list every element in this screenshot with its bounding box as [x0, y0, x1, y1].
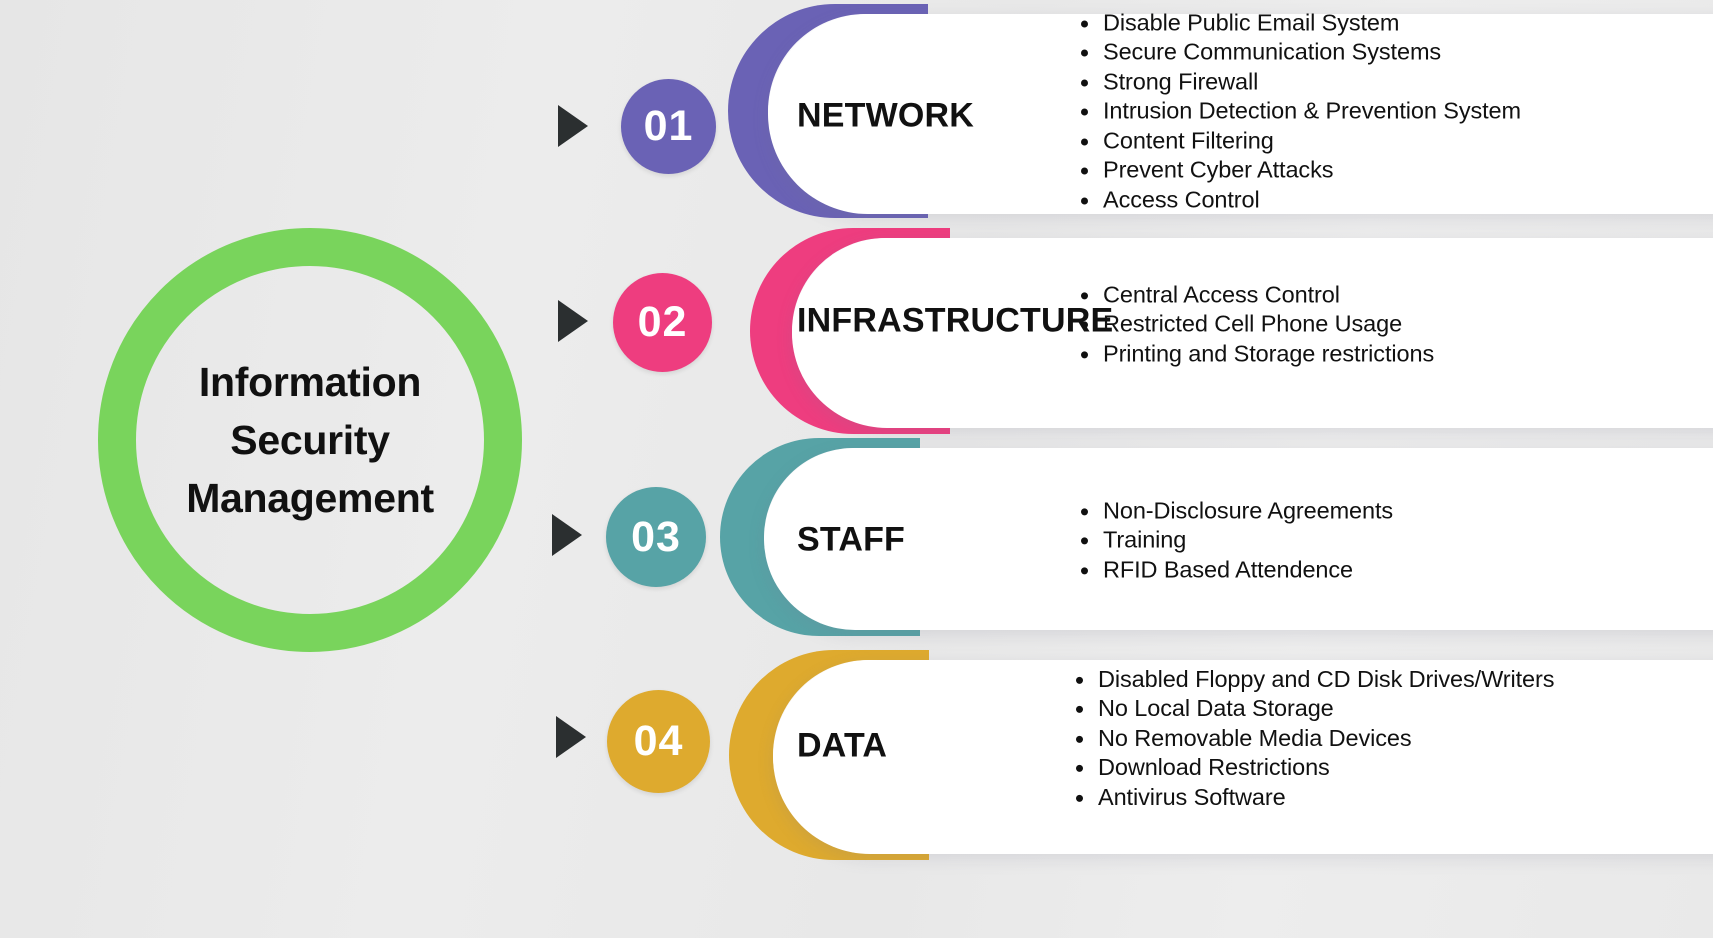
triangle-right-icon — [556, 716, 586, 758]
category-title: STAFF — [797, 520, 906, 559]
category-card[interactable] — [764, 448, 1713, 630]
triangle-right-icon — [558, 105, 588, 147]
category-bullet-list: Disable Public Email System Secure Commu… — [1073, 9, 1521, 212]
list-item: Prevent Cyber Attacks — [1073, 157, 1521, 183]
category-card[interactable] — [768, 14, 1713, 214]
list-item: No Removable Media Devices — [1068, 725, 1554, 751]
list-item: Restricted Cell Phone Usage — [1073, 311, 1434, 337]
category-title: NETWORK — [797, 96, 975, 135]
category-card[interactable] — [773, 660, 1713, 854]
list-item: RFID Based Attendence — [1073, 556, 1393, 582]
category-title: DATA — [797, 726, 888, 765]
list-item: Antivirus Software — [1068, 784, 1554, 810]
triangle-right-icon — [552, 514, 582, 556]
list-item: Intrusion Detection & Prevention System — [1073, 98, 1521, 124]
list-item: Disable Public Email System — [1073, 9, 1521, 35]
list-item: Download Restrictions — [1068, 754, 1554, 780]
central-hub: Information Security Management — [98, 228, 522, 652]
list-item: Central Access Control — [1073, 281, 1434, 307]
list-item: Content Filtering — [1073, 127, 1521, 153]
hub-title: Information Security Management — [160, 353, 460, 528]
step-number-badge[interactable]: 04 — [607, 690, 710, 793]
hub-title-line-3: Management — [186, 475, 434, 522]
step-number-badge[interactable]: 03 — [606, 487, 706, 587]
list-item: Non-Disclosure Agreements — [1073, 497, 1393, 523]
triangle-right-icon — [558, 300, 588, 342]
category-bullet-list: Disabled Floppy and CD Disk Drives/Write… — [1068, 666, 1554, 810]
step-number-badge[interactable]: 02 — [613, 273, 712, 372]
list-item: Training — [1073, 527, 1393, 553]
hub-title-line-1: Information — [198, 358, 422, 405]
category-bullet-list: Central Access Control Restricted Cell P… — [1073, 281, 1434, 366]
hub-title-line-2: Security — [230, 416, 390, 463]
list-item: Strong Firewall — [1073, 68, 1521, 94]
list-item: No Local Data Storage — [1068, 695, 1554, 721]
list-item: Printing and Storage restrictions — [1073, 340, 1434, 366]
category-title: INFRASTRUCTURE — [797, 301, 1114, 340]
step-number-badge[interactable]: 01 — [621, 79, 716, 174]
category-card[interactable] — [792, 238, 1713, 428]
category-bullet-list: Non-Disclosure Agreements Training RFID … — [1073, 497, 1393, 582]
list-item: Access Control — [1073, 186, 1521, 212]
list-item: Secure Communication Systems — [1073, 39, 1521, 65]
list-item: Disabled Floppy and CD Disk Drives/Write… — [1068, 666, 1554, 692]
